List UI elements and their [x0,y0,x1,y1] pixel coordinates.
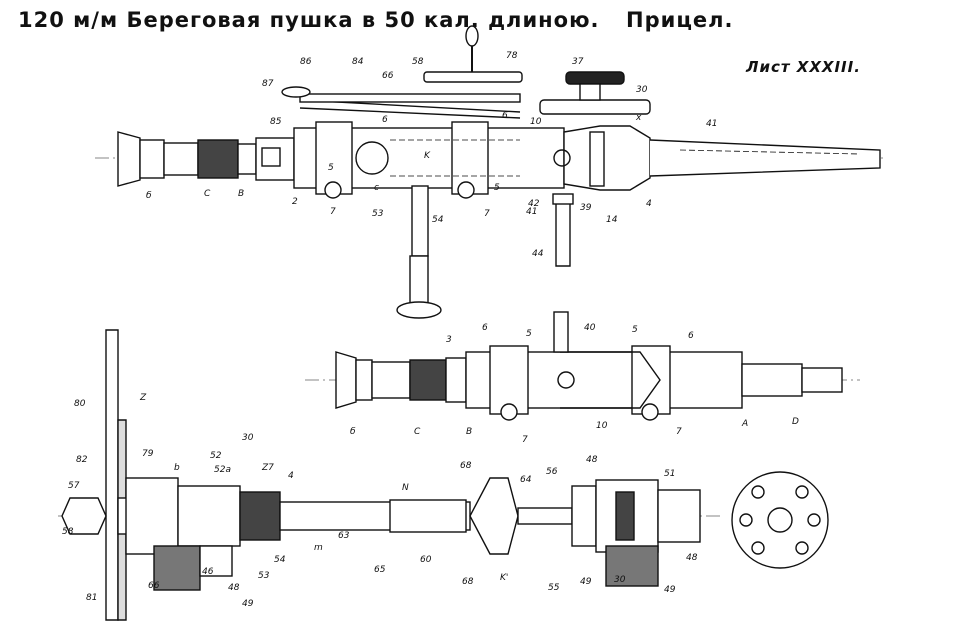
callout-label: 5 [328,163,334,173]
callout-label: K' [500,573,508,583]
sheet-title: 120 м/м Береговая пушка в 50 кал. длиною… [18,8,600,32]
callout-label: 48 [686,553,698,563]
callout-label: 7 [330,207,336,217]
callout-label: 53 [258,571,270,581]
callout-label: 5 [494,183,500,193]
callout-label: b [174,463,180,473]
callout-label: 54 [432,215,444,225]
callout-label: 37 [572,57,584,67]
callout-label: K [424,151,431,161]
callout-label: 58 [62,527,74,537]
callout-label: 78 [506,51,518,61]
callout-label: 2 [292,197,298,207]
callout-label: 14 [606,215,618,225]
callout-label: 81 [86,593,97,603]
callout-label: 4 [288,471,294,481]
callout-label: m [314,543,323,553]
callout-label: 4 [646,199,652,209]
callout-label: 40 [584,323,596,333]
callout-label: 68 [462,577,474,587]
callout-label: c [374,183,379,193]
callout-label: 52 [210,451,222,461]
callout-label: Z7 [261,463,274,473]
callout-label: B [238,189,244,199]
callout-label: 6 [502,111,508,121]
callout-label: 87 [262,79,274,89]
callout-label: 65 [374,565,386,575]
callout-label: 5 [526,329,532,339]
callout-label: 7 [676,427,682,437]
callout-label: 5 [632,325,638,335]
callout-label: 54 [274,555,286,565]
callout-label: 80 [74,399,86,409]
callout-label: 30 [636,85,648,95]
callout-label: 41 [706,119,717,129]
callout-label: 84 [352,57,364,67]
callout-label: 63 [338,531,350,541]
callout-label: 39 [580,203,592,213]
callout-label: 52a [214,465,231,475]
callout-label: C [414,427,421,437]
callout-label: 64 [520,475,532,485]
middle-view [305,311,860,421]
callout-label: 66 [148,581,160,591]
callout-label: 46 [202,567,214,577]
callout-label: 7 [484,209,490,219]
callout-label: 49 [580,577,592,587]
callout-label: 6 [382,115,388,125]
callout-label: 48 [586,455,598,465]
callout-label: 10 [596,421,608,431]
callout-label: C [204,189,211,199]
callout-label: 86 [300,57,312,67]
callout-label: 66 [382,71,394,81]
callout-label: 68 [460,461,472,471]
callout-label: 49 [664,585,676,595]
callout-label: B [466,427,472,437]
callout-label: 30 [242,433,254,443]
callout-label: 6 [688,331,694,341]
callout-label: 41 [526,207,537,217]
callout-label: 49 [242,599,254,609]
callout-label: 82 [76,455,88,465]
callout-label: 6 [482,323,488,333]
callout-label: N [402,483,409,493]
sheet-number: Лист XXXIII. [746,58,861,76]
callout-label: 56 [546,467,558,477]
callout-label: 7 [522,435,528,445]
callout-label: 10 [530,117,542,127]
callout-label: x [635,113,642,123]
callout-label: 42 [528,199,540,209]
callout-label: 57 [68,481,80,491]
callout-label: A [741,419,748,429]
callout-label: 60 [420,555,432,565]
callout-label: 79 [142,449,154,459]
callout-label: Z [139,393,147,403]
callout-label: 48 [228,583,240,593]
callout-label: 85 [270,117,282,127]
callout-label: 44 [532,249,544,259]
callout-label: 3 [446,335,452,345]
callout-label: б [146,191,152,201]
callout-label: 55 [548,583,560,593]
callout-label: 51 [664,469,675,479]
callout-label: 58 [412,57,424,67]
callout-label: 53 [372,209,384,219]
bottom-section [58,329,829,621]
callout-label: D [792,417,799,427]
top-view [95,25,885,319]
callout-label: 30 [614,575,626,585]
callout-label: б [350,427,356,437]
sheet-subtitle: Прицел. [626,8,734,32]
